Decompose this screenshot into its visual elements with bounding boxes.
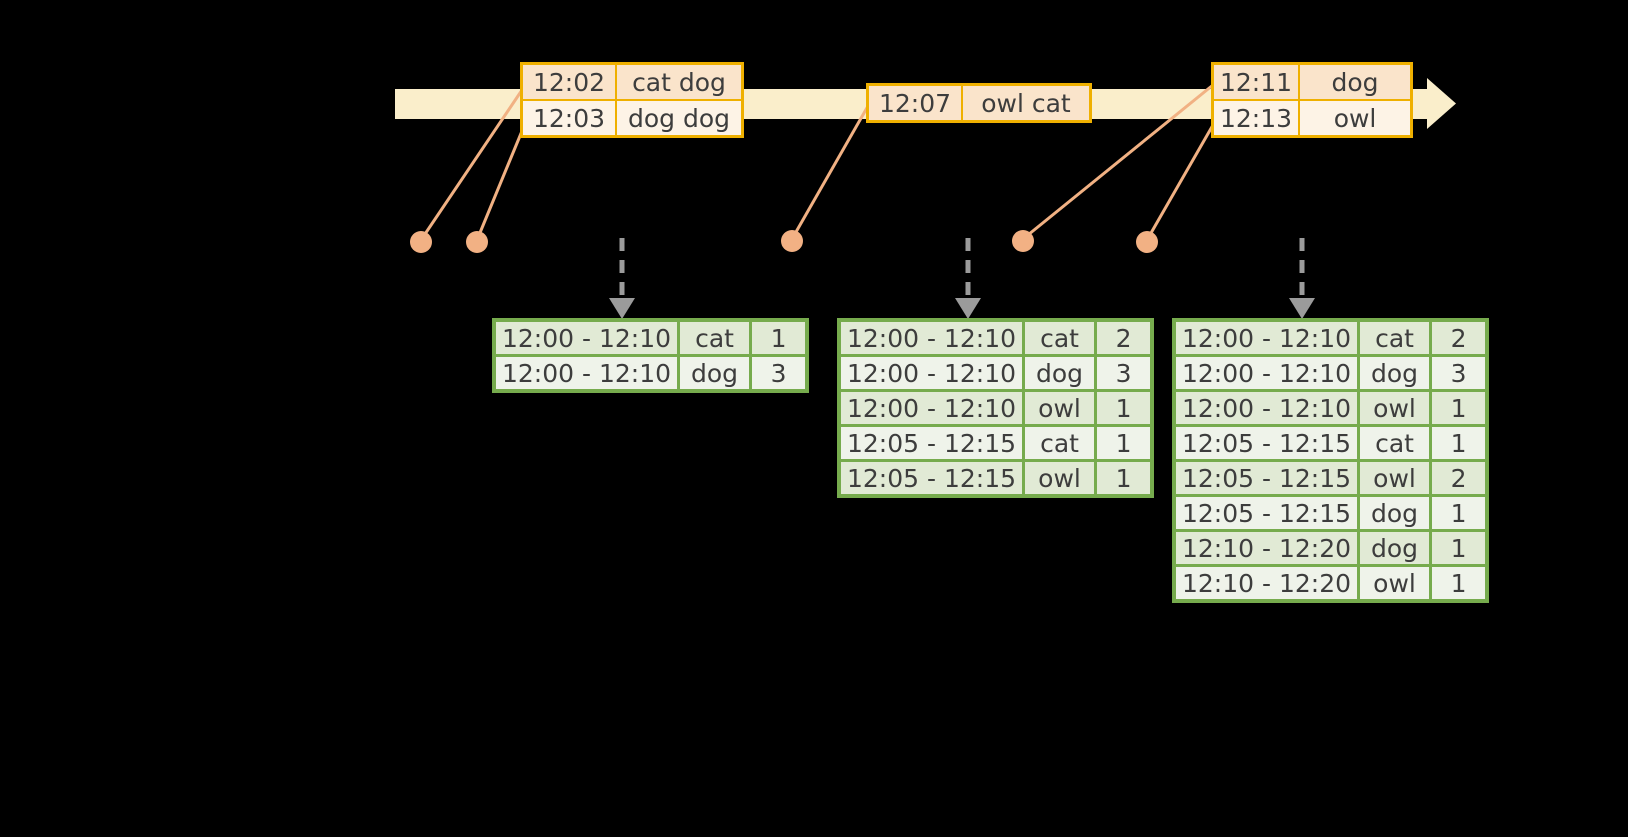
table-cell: 12:05 - 12:15 (1172, 459, 1361, 497)
table-cell: dog (1298, 62, 1413, 101)
table-cell: 3 (749, 354, 809, 393)
table-cell: owl (1357, 564, 1433, 603)
table-cell: owl (1357, 459, 1433, 497)
table-cell: owl cat (961, 83, 1092, 123)
table-cell: 12:05 - 12:15 (1172, 424, 1361, 462)
dot-icon (466, 231, 488, 253)
dot-icon (1136, 231, 1158, 253)
table-cell: owl (1357, 389, 1433, 427)
event-connector-line (419, 89, 524, 241)
table-cell: 1 (749, 318, 809, 357)
table-cell: 12:03 (520, 99, 617, 138)
dot-icon (781, 230, 803, 252)
arrow-down-dashed-icon (955, 238, 981, 319)
table-cell: 2 (1429, 459, 1489, 497)
event-connector-line (1145, 124, 1215, 241)
table-cell: 12:11 (1211, 62, 1301, 101)
event-connector-line (475, 130, 524, 241)
dot-icon (410, 231, 432, 253)
table-cell: 12:00 - 12:10 (837, 354, 1026, 392)
dot-icon (1012, 230, 1034, 252)
table-cell: cat dog (615, 62, 744, 101)
table-cell: owl (1022, 389, 1098, 427)
table-cell: 12:10 - 12:20 (1172, 564, 1361, 603)
table-cell: 12:00 - 12:10 (1172, 389, 1361, 427)
table-cell: 1 (1429, 389, 1489, 427)
table-cell: 12:05 - 12:15 (1172, 494, 1361, 532)
table-cell: 1 (1094, 424, 1154, 462)
arrow-right-icon (1427, 78, 1456, 129)
table-cell: dog (1022, 354, 1098, 392)
table-cell: 12:00 - 12:10 (837, 389, 1026, 427)
table-cell: cat (1022, 424, 1098, 462)
table-cell: 12:05 - 12:15 (837, 459, 1026, 498)
table-cell: owl (1298, 99, 1413, 138)
table-cell: 1 (1429, 529, 1489, 567)
table-cell: 1 (1429, 424, 1489, 462)
table-cell: dog (677, 354, 753, 393)
arrow-down-dashed-icon (1289, 238, 1315, 319)
table-cell: 1 (1429, 494, 1489, 532)
table-cell: 12:13 (1211, 99, 1301, 138)
table-cell: 3 (1429, 354, 1489, 392)
table-cell: 3 (1094, 354, 1154, 392)
table-cell: cat (1022, 318, 1098, 357)
table-cell: cat (1357, 318, 1433, 357)
table-cell: dog (1357, 529, 1433, 567)
table-cell: dog (1357, 354, 1433, 392)
table-cell: 12:00 - 12:10 (1172, 354, 1361, 392)
table-cell: 2 (1429, 318, 1489, 357)
table-cell: 12:10 - 12:20 (1172, 529, 1361, 567)
event-connector-line (1022, 83, 1214, 241)
table-cell: 1 (1094, 459, 1154, 498)
table-cell: 12:07 (866, 83, 963, 123)
arrow-down-dashed-icon (609, 238, 635, 319)
table-cell: dog dog (615, 99, 744, 138)
table-cell: 1 (1429, 564, 1489, 603)
table-cell: 12:02 (520, 62, 617, 101)
table-cell: 1 (1094, 389, 1154, 427)
table-cell: 2 (1094, 318, 1154, 357)
table-cell: cat (677, 318, 753, 357)
table-cell: 12:00 - 12:10 (492, 318, 681, 357)
table-cell: 12:00 - 12:10 (492, 354, 681, 393)
event-connector-line (790, 105, 870, 240)
table-cell: owl (1022, 459, 1098, 498)
table-cell: 12:00 - 12:10 (1172, 318, 1361, 357)
table-cell: cat (1357, 424, 1433, 462)
table-cell: 12:00 - 12:10 (837, 318, 1026, 357)
table-cell: 12:05 - 12:15 (837, 424, 1026, 462)
table-cell: dog (1357, 494, 1433, 532)
